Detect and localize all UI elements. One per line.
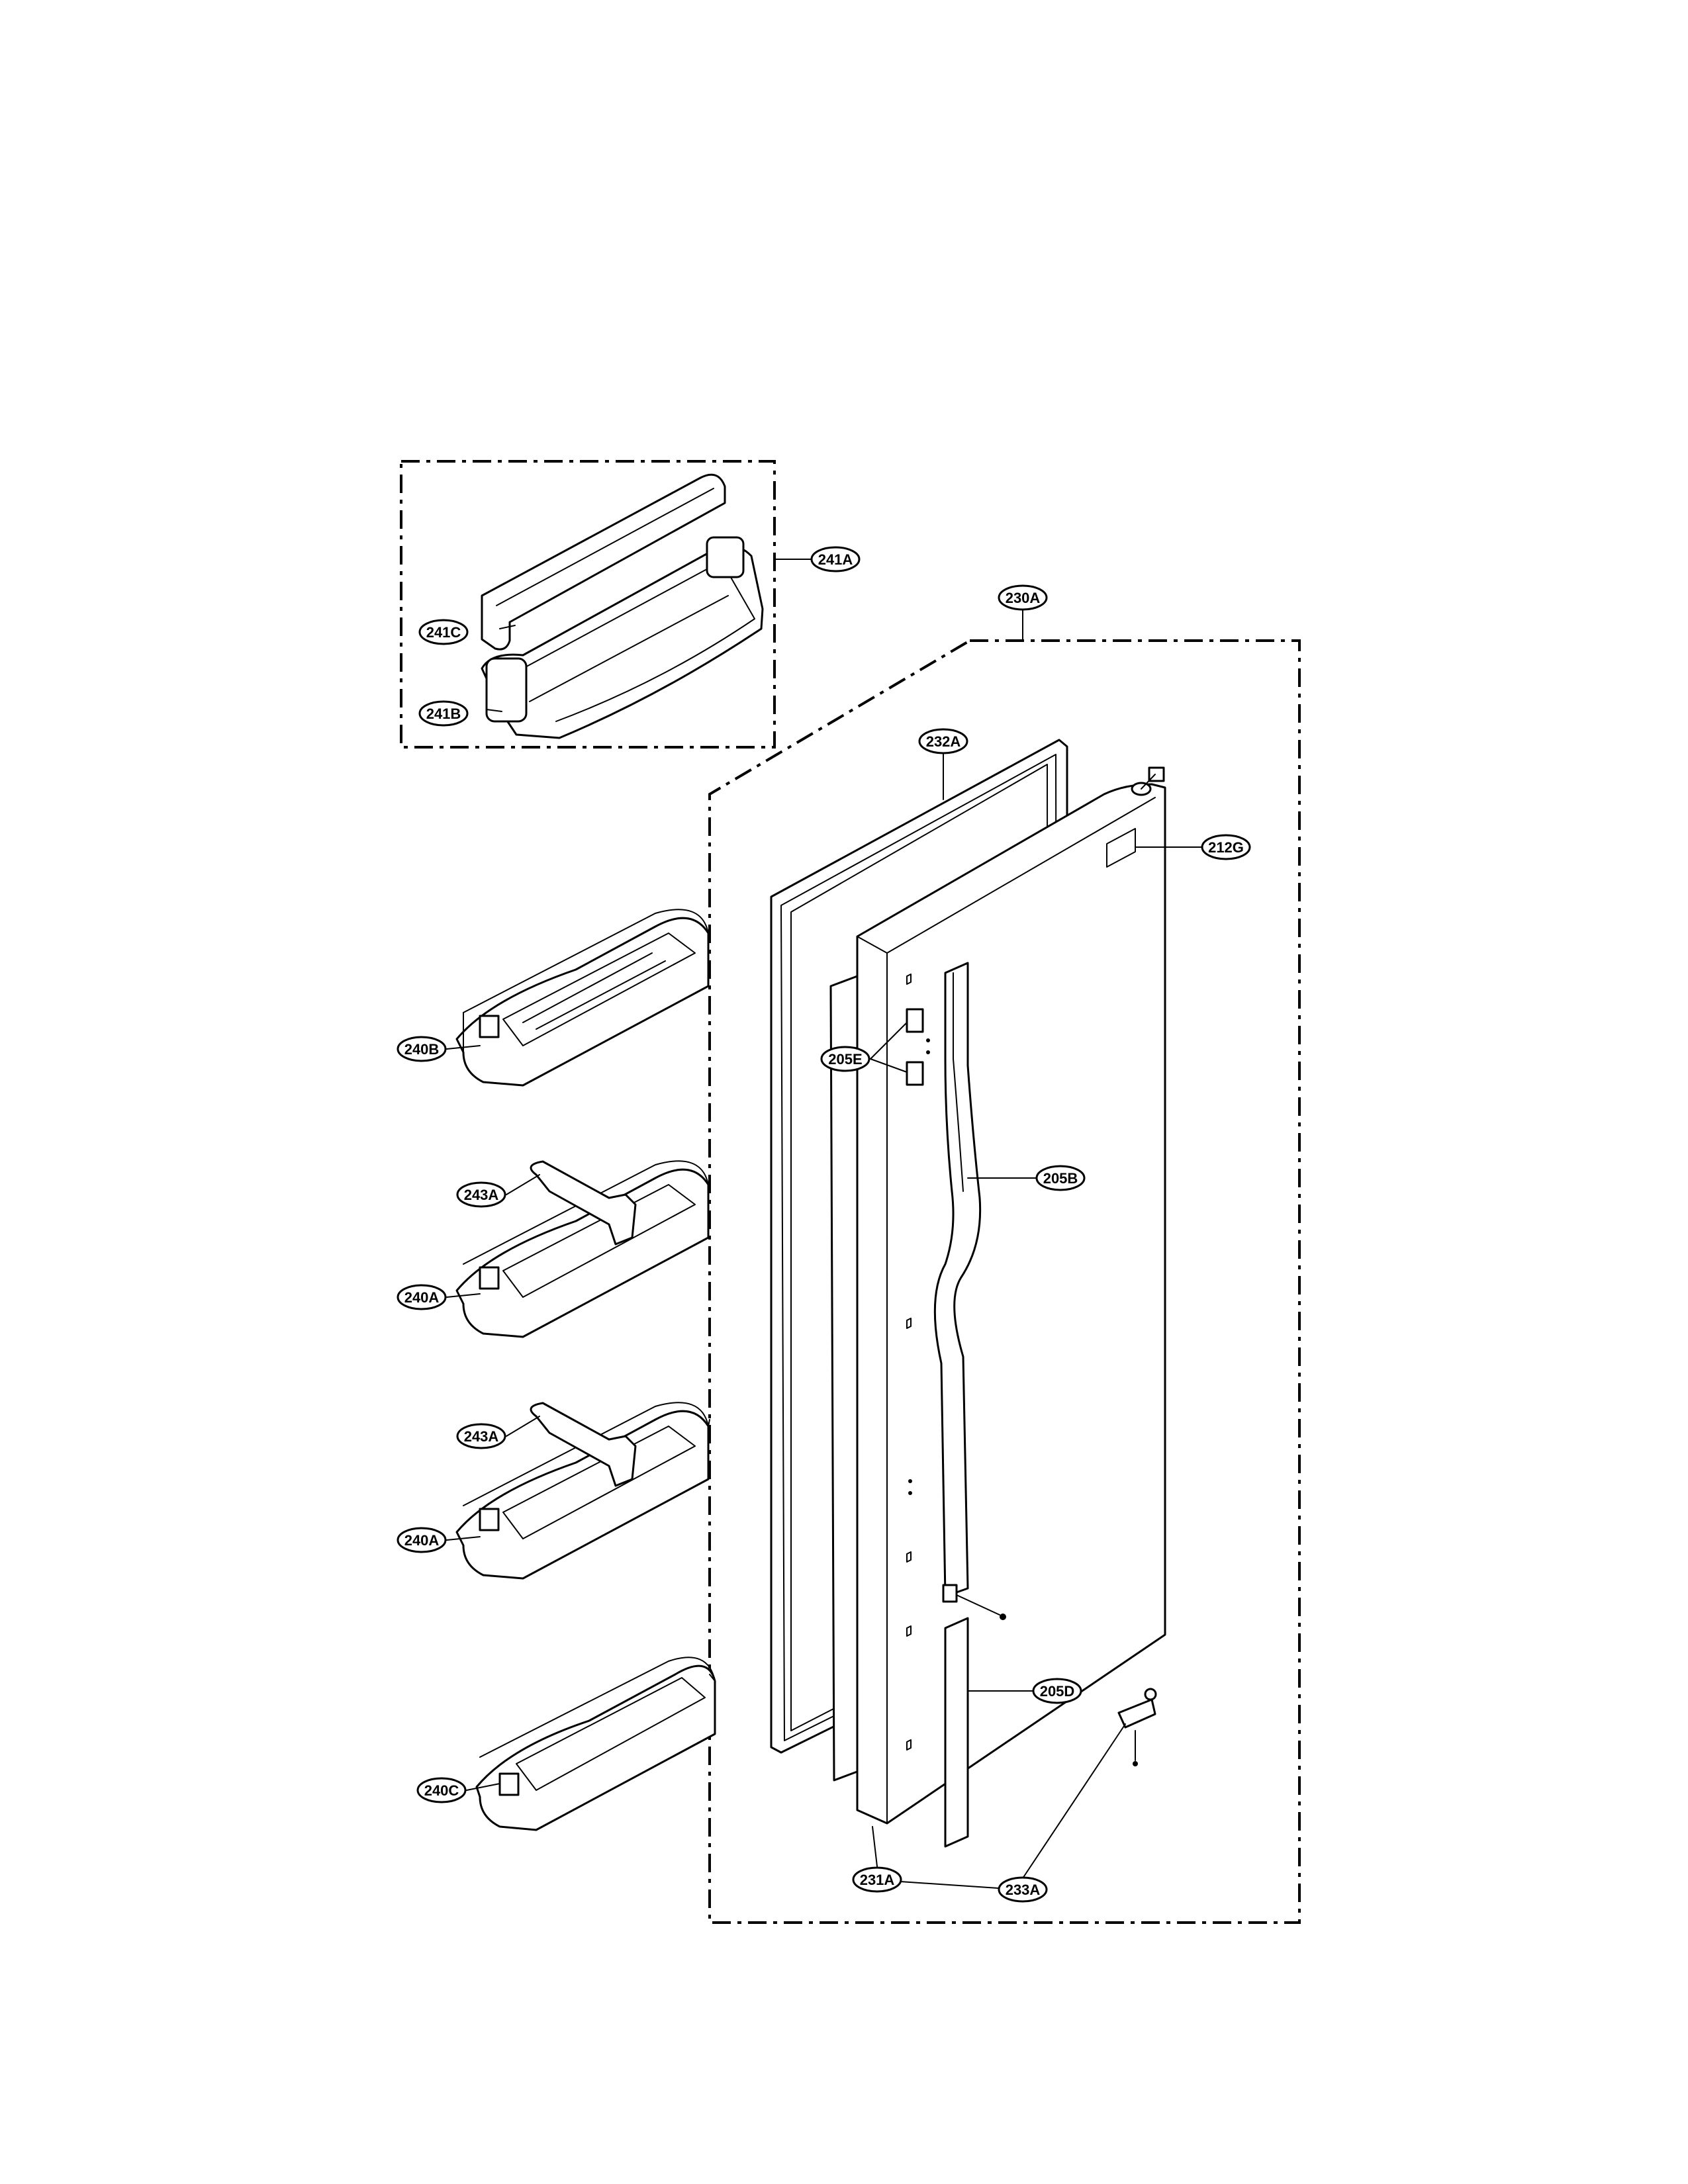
divider-243A-upper [530,1160,637,1246]
callout-205B: 205B [1035,1165,1086,1191]
callout-text: 240B [404,1041,440,1058]
callout-205E: 205E [820,1046,870,1072]
callout-text: 241A [818,551,853,568]
leader-lines [446,559,1202,1889]
bin-240B [455,909,710,1087]
divider-243A-lower [530,1402,637,1487]
door-panel [856,766,1166,1825]
door-trim-strip [944,1617,969,1848]
callout-text: 205B [1043,1170,1078,1187]
callout-240A-lower: 240A [397,1527,447,1553]
callout-text: 243A [464,1428,499,1445]
callout-240C: 240C [416,1777,467,1803]
callout-240A-upper: 240A [397,1284,447,1310]
door-assembly-dashed-box [708,639,1301,1924]
callout-text: 205D [1040,1683,1075,1700]
callout-212G: 212G [1201,834,1251,860]
callout-243A-lower: 243A [456,1423,506,1449]
callout-243A-upper: 243A [456,1181,506,1208]
callout-241B: 241B [418,700,469,727]
callout-text: 212G [1208,839,1244,856]
door-handle [933,962,1006,1620]
callout-205D: 205D [1032,1678,1082,1704]
callout-text: 243A [464,1187,499,1203]
shelf-inset-group [400,460,776,749]
callout-text: 205E [828,1051,862,1068]
callout-text: 230A [1006,590,1041,606]
callout-240B: 240B [397,1036,447,1062]
shelf-back-rail [481,473,726,651]
callout-233A: 233A [998,1876,1048,1903]
callout-text: 240C [424,1782,459,1799]
callout-232A: 232A [918,728,968,754]
callout-text: 232A [926,733,961,750]
callout-text: 231A [860,1872,895,1888]
bin-240C [475,1657,716,1831]
callout-241A: 241A [810,546,861,572]
callout-text: 240A [404,1532,440,1549]
callout-text: 241B [426,705,461,722]
callout-text: 240A [404,1289,440,1306]
callout-230A: 230A [998,584,1048,611]
inset-dashed-box [400,460,776,749]
callout-text: 233A [1006,1882,1041,1898]
door-liner [829,975,862,1782]
callout-231A: 231A [852,1866,902,1893]
callout-241C: 241C [418,619,469,645]
callout-text: 241C [426,624,461,641]
